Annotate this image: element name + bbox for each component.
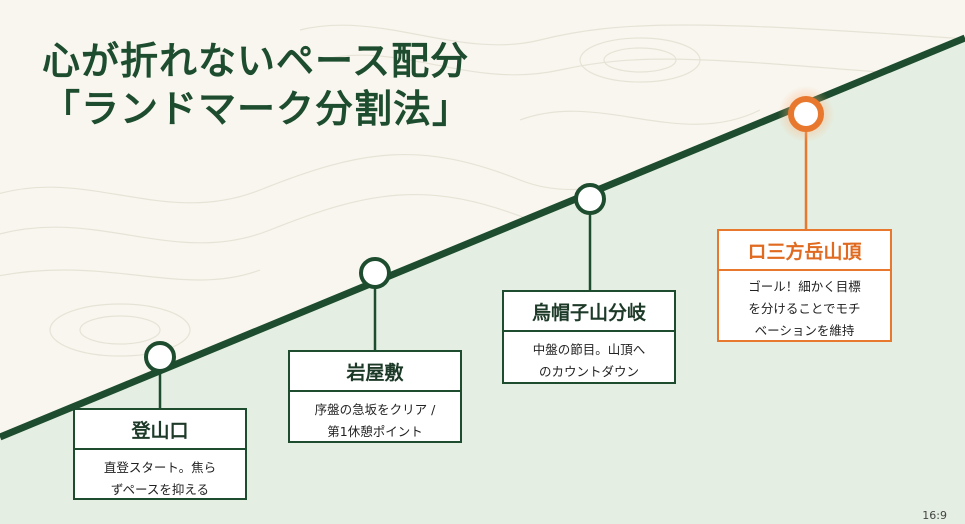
landmark-name: 烏帽子山分岐	[504, 292, 674, 332]
title-line-2: 「ランドマーク分割法」	[42, 87, 472, 131]
description-line: を分けることでモチ	[748, 301, 861, 316]
landmark-name: 登山口	[75, 410, 245, 450]
landmark-card-eboshi-junction: 烏帽子山分岐 中盤の節目。山頂へ のカウントダウン	[502, 290, 676, 384]
landmark-card-summit: ロ三方岳山頂 ゴール！細かく目標 を分けることでモチ ベーションを維持	[717, 229, 892, 342]
title-line-1: 心が折れないペース配分	[42, 39, 470, 83]
description-line: 第1休憩ポイント	[327, 424, 423, 439]
marker-summit	[788, 96, 824, 132]
marker-trailhead	[144, 341, 176, 373]
description-line: ゴール！細かく目標	[748, 279, 861, 294]
landmark-description: ゴール！細かく目標 を分けることでモチ ベーションを維持	[719, 271, 890, 349]
slope-area	[0, 38, 965, 524]
marker-iwayashiki	[359, 257, 391, 289]
aspect-ratio-label: 16:9	[922, 509, 947, 522]
landmark-card-iwayashiki: 岩屋敷 序盤の急坂をクリア / 第1休憩ポイント	[288, 350, 462, 443]
description-line: 序盤の急坂をクリア /	[314, 402, 436, 417]
description-line: のカウントダウン	[538, 364, 639, 379]
marker-eboshi-junction	[574, 183, 606, 215]
landmark-name: 岩屋敷	[290, 352, 460, 392]
landmark-description: 中盤の節目。山頂へ のカウントダウン	[504, 332, 674, 390]
landmark-description: 序盤の急坂をクリア / 第1休憩ポイント	[290, 392, 460, 450]
landmark-name: ロ三方岳山頂	[719, 231, 890, 271]
description-line: ベーションを維持	[754, 323, 855, 338]
description-line: 中盤の節目。山頂へ	[532, 342, 646, 357]
landmark-description: 直登スタート。焦ら ずペースを抑える	[75, 450, 245, 508]
description-line: ずペースを抑える	[110, 482, 210, 497]
landmark-card-trailhead: 登山口 直登スタート。焦ら ずペースを抑える	[73, 408, 247, 500]
description-line: 直登スタート。焦ら	[103, 460, 217, 475]
